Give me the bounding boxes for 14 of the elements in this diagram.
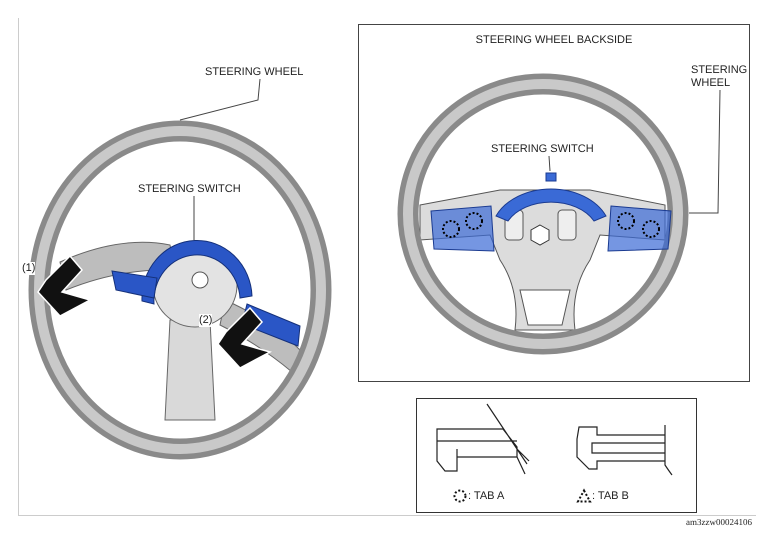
leader-line <box>548 156 550 172</box>
part-label: STEERING SWITCH <box>491 143 607 156</box>
legend-label: : TAB A <box>468 490 504 503</box>
part-label: STEERING SWITCH <box>138 183 250 196</box>
callout-number: (2) <box>199 314 212 327</box>
callout-number: (1) <box>22 262 36 275</box>
view-panel <box>358 24 750 382</box>
part-label: STEERING WHEEL <box>691 64 749 90</box>
panel-heading: STEERING WHEEL BACKSIDE <box>474 34 634 47</box>
part-label: STEERING WHEEL <box>205 66 315 79</box>
leader-line <box>688 90 720 214</box>
steering-wheel-rim <box>397 73 689 355</box>
leader-line <box>180 78 260 120</box>
legend-label: : TAB B <box>592 490 629 503</box>
